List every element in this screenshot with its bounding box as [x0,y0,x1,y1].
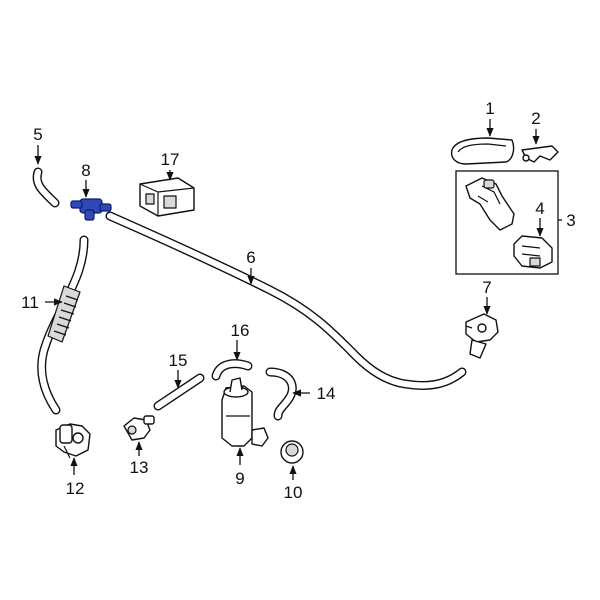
callout-10: 10 [284,483,303,502]
callout-7: 7 [482,278,491,297]
part-15-hose[interactable] [153,373,205,411]
callout-9: 9 [235,469,244,488]
part-4-actuator[interactable] [513,235,553,269]
part-16-hose[interactable] [211,359,253,381]
part-10-grommet[interactable] [280,440,304,464]
part-14-hose[interactable] [265,367,297,421]
callout-1: 1 [485,99,494,118]
callout-3: 3 [566,211,575,230]
callout-14: 14 [317,384,336,403]
part-5-hose[interactable] [32,167,60,208]
callout-15: 15 [169,351,188,370]
part-2-clip[interactable] [521,145,559,163]
callout-13: 13 [130,458,149,477]
callout-11: 11 [21,293,39,312]
part-17-module[interactable] [139,177,195,217]
callout-17: 17 [161,150,180,169]
part-8-connector[interactable] [70,198,112,221]
callout-16: 16 [231,321,250,340]
callout-2: 2 [531,109,540,128]
callout-4: 4 [535,199,544,218]
part-3-nozzle-assembly[interactable] [465,177,515,231]
callout-6: 6 [246,248,255,267]
leader-lines [34,119,562,480]
part-13-valve[interactable] [123,415,155,441]
part-9-pump[interactable] [221,377,269,447]
callout-8: 8 [81,161,90,180]
part-7-nozzle[interactable] [465,313,499,359]
callout-12: 12 [66,479,85,498]
part-1-cover[interactable] [450,137,515,165]
callout-labels: 1 2 3 4 5 6 7 8 9 10 11 12 13 14 15 16 1… [21,99,576,502]
callout-5: 5 [33,125,42,144]
part-12-fitting[interactable] [55,423,91,459]
part-11-hose[interactable] [37,235,89,415]
part-6-washer-hose[interactable] [105,211,467,390]
